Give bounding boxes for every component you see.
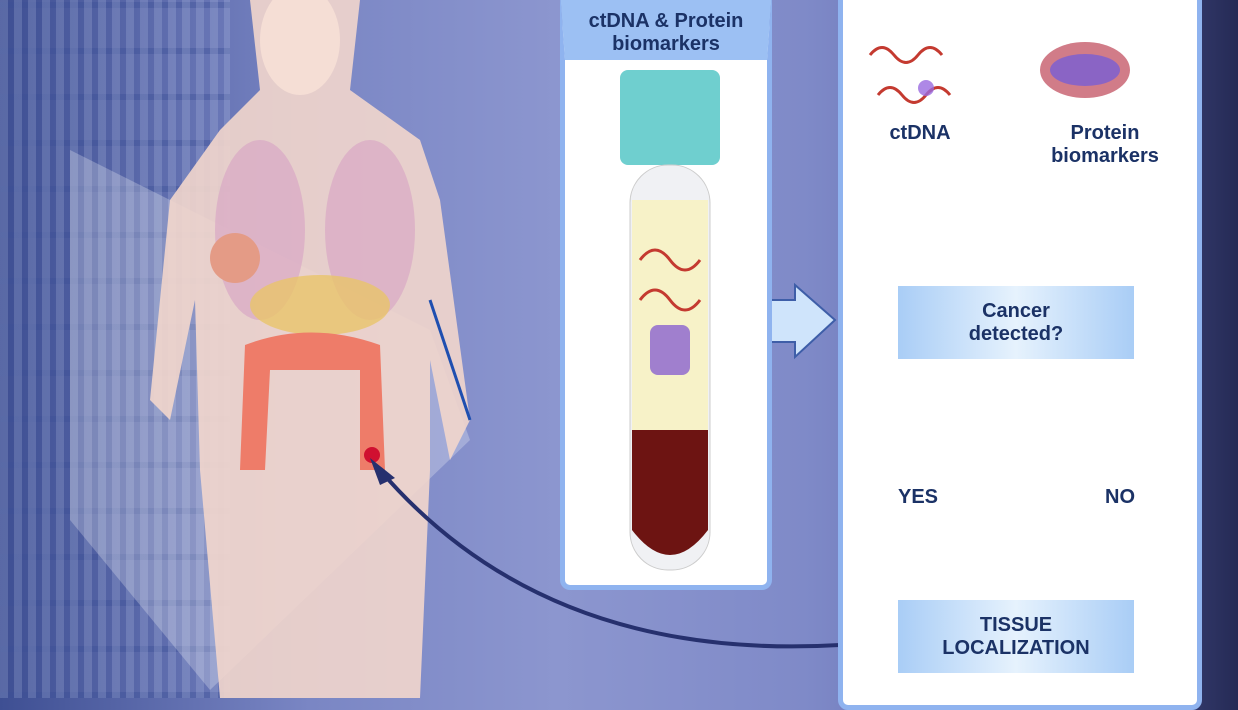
- right-lung: [325, 140, 415, 320]
- arrowhead-icon: [370, 458, 395, 485]
- tumor: [364, 447, 380, 463]
- population-crowd-background: [0, 0, 230, 698]
- tissue-localization-box: TISSUE LOCALIZATION: [898, 600, 1134, 673]
- tissue-localization-text: TISSUE LOCALIZATION: [942, 613, 1090, 659]
- dna-icon: [638, 248, 702, 312]
- localization-arrow: [378, 468, 896, 649]
- tube-panel-title: ctDNA & Protein biomarkers: [588, 10, 744, 55]
- plasma: [632, 200, 708, 430]
- cancer-detected-box: Cancer detected?: [898, 286, 1134, 359]
- cancer-detected-text: Cancer detected?: [968, 299, 1064, 345]
- breast-tissue: [210, 233, 260, 283]
- yes-label: YES: [897, 486, 939, 508]
- tube-cap: [620, 70, 720, 165]
- tube-panel: [560, 0, 772, 590]
- head: [260, 0, 340, 95]
- protein-biomarkers-label: Protein biomarkers: [1051, 122, 1159, 167]
- protein-icon: [650, 325, 690, 375]
- ctdna-label: ctDNA: [889, 122, 951, 144]
- ctdna-icon: [868, 46, 952, 104]
- red-blood-cells: [632, 430, 708, 555]
- pancreas: [250, 275, 390, 335]
- no-label: NO: [1105, 486, 1135, 508]
- colon: [240, 332, 385, 470]
- blood-tube-illustration: [620, 70, 720, 571]
- arm-vein: [428, 299, 472, 421]
